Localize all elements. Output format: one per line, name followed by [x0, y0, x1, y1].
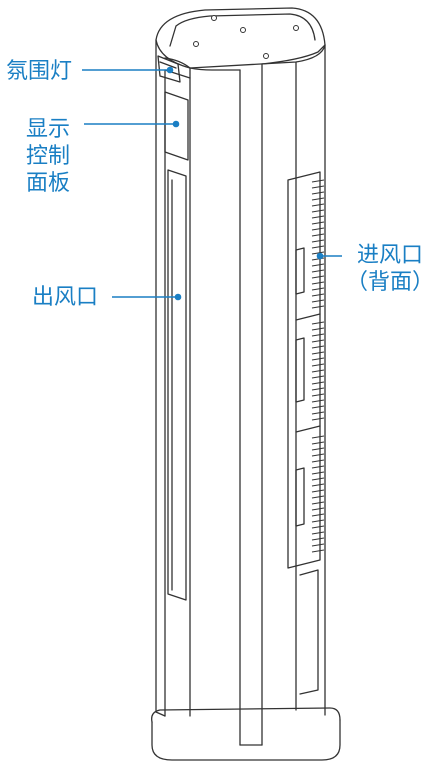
inlet-grille-ribs	[311, 179, 325, 553]
base-plinth	[151, 719, 341, 761]
ambient-light-label: 氛围灯	[6, 59, 73, 84]
left-side-strip	[155, 39, 166, 717]
display-panel-area	[164, 91, 189, 161]
air-outlet-label: 出风口	[32, 285, 99, 310]
air-outlet-slot	[167, 169, 187, 601]
top-screws	[193, 15, 299, 59]
display-panel-label: 显示 控制 面板	[25, 117, 70, 196]
inlet-grille-frame	[287, 171, 321, 569]
air-inlet-label: 进风口 （背面）	[345, 243, 434, 295]
